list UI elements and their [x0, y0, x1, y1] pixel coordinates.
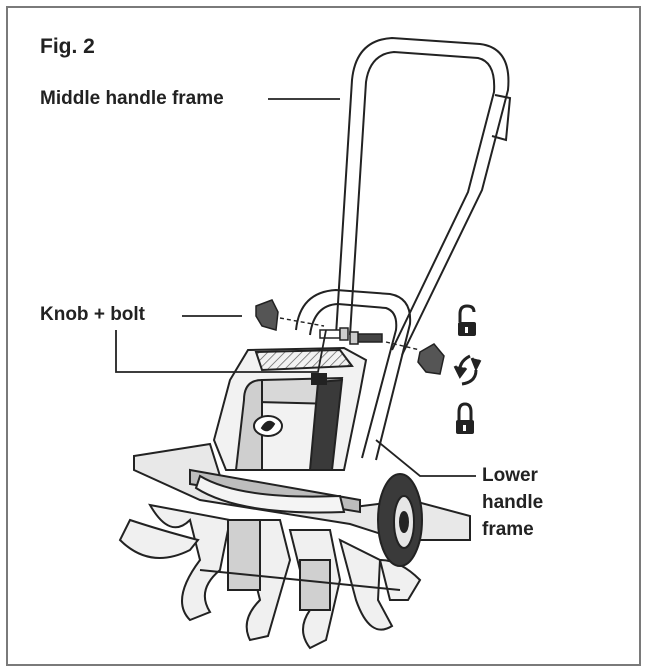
rotate-arrows-icon [453, 354, 482, 386]
tiller-tines [118, 503, 422, 650]
unlock-icon [458, 304, 476, 336]
label-middle-handle-frame: Middle handle frame [40, 88, 224, 109]
left-bolt [319, 327, 349, 341]
left-knob-guide-line [279, 317, 325, 327]
bolt-leader-line [115, 329, 327, 373]
label-lower-line-1: Lower [482, 465, 538, 486]
lower-frame-leader-line [375, 439, 476, 477]
right-knob-guide-line [385, 341, 421, 351]
label-knob-bolt: Knob + bolt [40, 304, 146, 325]
motor-housing [212, 346, 368, 471]
figure-title: Fig. 2 [40, 35, 95, 58]
right-bolt [349, 331, 383, 345]
left-knob [255, 299, 279, 331]
label-lower-handle-frame: Lower handle frame [482, 462, 543, 543]
tiller-wheel [377, 473, 423, 567]
middle-handle-frame [335, 36, 512, 356]
label-lower-line-2: handle [482, 492, 544, 513]
lock-icon [456, 402, 474, 434]
label-lower-line-3: frame [482, 519, 534, 540]
lower-handle-frame [295, 288, 412, 461]
right-knob [417, 343, 445, 375]
